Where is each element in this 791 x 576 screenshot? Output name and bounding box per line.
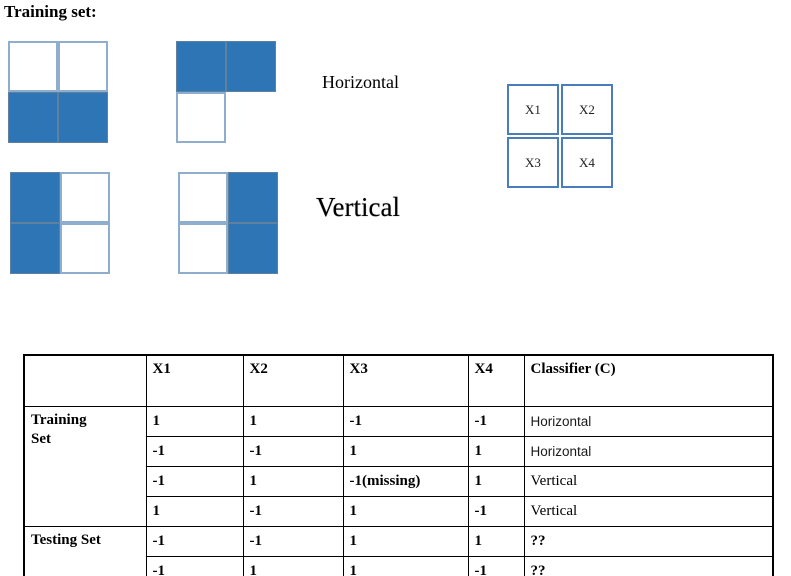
pattern-cell <box>8 92 58 143</box>
feature-cell-x1: X1 <box>507 84 559 135</box>
row-group-label-line: Training <box>31 412 87 428</box>
cell-classifier: Horizontal <box>523 406 774 437</box>
pattern-cell <box>228 172 278 223</box>
table-row: Testing Set -1 -1 1 1 ?? <box>23 526 774 576</box>
pattern-cell <box>178 223 228 274</box>
cell-classifier: Horizontal <box>523 436 774 467</box>
horizontal-label: Horizontal <box>322 72 399 92</box>
table-row: -1 1 1 -1 ?? <box>24 556 774 576</box>
vertical-label: Vertical <box>316 192 400 222</box>
cell-value: 1 <box>467 436 525 467</box>
cell-value: 1 <box>242 556 344 576</box>
row-group-label-line: Set <box>31 430 51 447</box>
pattern-grid-horizontal-1 <box>8 41 108 143</box>
cell-value: -1 <box>145 466 244 497</box>
pattern-cell <box>226 92 276 143</box>
pattern-cell <box>178 172 228 223</box>
cell-value: -1 <box>342 406 469 437</box>
cell-value: -1 <box>467 496 525 527</box>
pattern-cell <box>228 223 278 274</box>
cell-value: 1 <box>467 466 525 497</box>
row-group-label-training: Training Set <box>23 406 147 527</box>
pattern-cell <box>58 92 108 143</box>
cell-value: 1 <box>145 406 244 437</box>
pattern-grid-horizontal-2 <box>176 41 276 143</box>
feature-cell-x4: X4 <box>561 137 613 188</box>
cell-value: 1 <box>342 556 469 576</box>
cell-value: 1 <box>242 466 344 497</box>
cell-value: -1 <box>467 556 525 576</box>
pattern-cell <box>10 172 60 223</box>
row-group-label-line: Testing Set <box>31 532 101 548</box>
header-empty <box>23 354 147 407</box>
header-x2: X2 <box>242 354 344 407</box>
pattern-cell <box>60 223 110 274</box>
cell-classifier: Vertical <box>523 496 774 527</box>
cell-value: 1 <box>342 496 469 527</box>
cell-value: -1 <box>145 556 244 576</box>
table-row: Training Set 1 1 -1 -1 Horizontal <box>23 406 774 527</box>
table-header-row: X1 X2 X3 X4 Classifier (C) <box>23 354 774 407</box>
feature-cell-x3: X3 <box>507 137 559 188</box>
header-x3: X3 <box>342 354 469 407</box>
cell-classifier: ?? <box>523 556 774 576</box>
pattern-cell <box>8 41 58 92</box>
cell-classifier: Vertical <box>523 466 774 497</box>
pattern-cell <box>58 41 108 92</box>
table-row: -1 -1 1 1 Horizontal <box>24 436 774 467</box>
pattern-cell <box>226 41 276 92</box>
cell-value: -1 <box>242 436 344 467</box>
row-group-label-testing: Testing Set <box>23 526 147 576</box>
cell-value: -1 <box>467 406 525 437</box>
pattern-grid-vertical-1 <box>10 172 110 274</box>
pattern-cell <box>10 223 60 274</box>
pattern-cell <box>176 92 226 143</box>
page-title: Training set: <box>4 2 97 21</box>
header-classifier: Classifier (C) <box>523 354 774 407</box>
header-x4: X4 <box>467 354 525 407</box>
cell-value: 1 <box>467 526 525 557</box>
cell-value: -1 <box>145 526 244 557</box>
cell-value: -1(missing) <box>342 466 469 497</box>
feature-cell-x2: X2 <box>561 84 613 135</box>
cell-value: 1 <box>145 496 244 527</box>
cell-value: -1 <box>242 526 344 557</box>
header-x1: X1 <box>145 354 244 407</box>
cell-value: -1 <box>145 436 244 467</box>
cell-classifier: ?? <box>523 526 774 557</box>
pattern-grid-vertical-2 <box>178 172 278 274</box>
cell-value: 1 <box>242 406 344 437</box>
cell-value: -1 <box>242 496 344 527</box>
cell-value: 1 <box>342 526 469 557</box>
cell-value: 1 <box>342 436 469 467</box>
dataset-table: X1 X2 X3 X4 Classifier (C) Training Set … <box>23 354 774 576</box>
feature-legend-grid: X1 X2 X3 X4 <box>507 84 613 188</box>
pattern-cell <box>176 41 226 92</box>
pattern-cell <box>60 172 110 223</box>
